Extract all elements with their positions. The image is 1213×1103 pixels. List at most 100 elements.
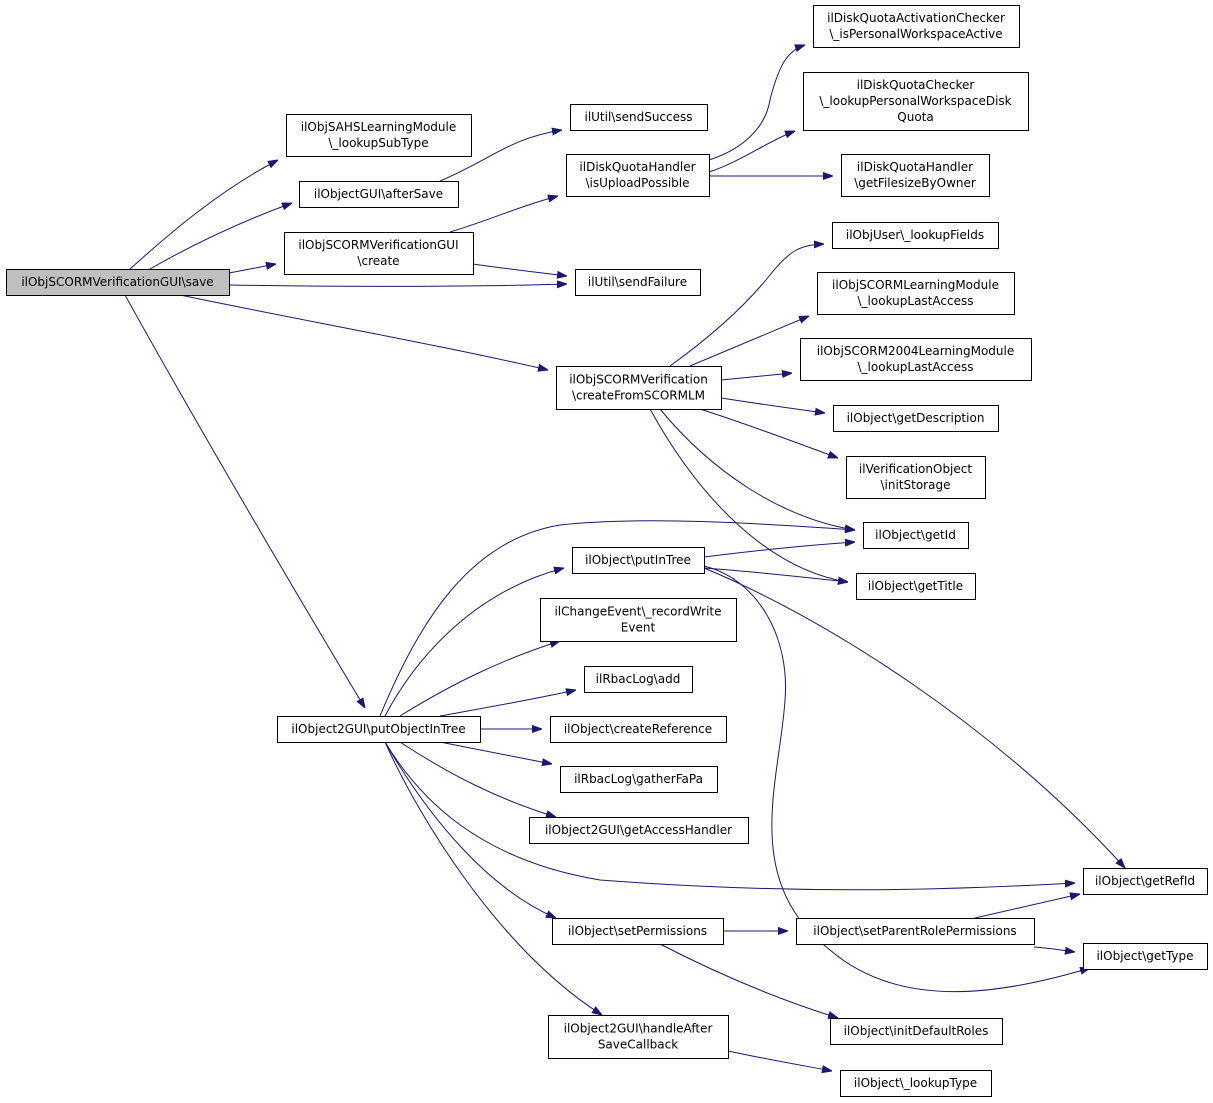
node-label: ilObject\getTitle [868, 579, 963, 593]
node-box [277, 716, 481, 743]
node-label: \create [357, 254, 399, 268]
edge-line [699, 408, 838, 458]
edge-root-to-gui_aftersave [149, 203, 292, 270]
node-label: \_lookupPersonalWorkspaceDisk [819, 94, 1011, 108]
node-util_failure[interactable]: ilUtil\sendFailure [575, 269, 701, 296]
node-user_fields[interactable]: ilObjUser\_lookupFields [832, 222, 999, 249]
node-box [299, 181, 459, 208]
edge-line [399, 641, 560, 717]
node-util_success[interactable]: ilUtil\sendSuccess [570, 104, 708, 131]
node-obj_createref[interactable]: ilObject\createReference [550, 716, 727, 743]
node-obj_gettype[interactable]: ilObject\getType [1083, 943, 1208, 970]
edge-obj2_putobject-to-obj2_access [399, 741, 556, 817]
node-box [856, 573, 976, 600]
edge-obj_putintree-to-obj_gettype [703, 565, 1090, 993]
edge-line [649, 408, 848, 582]
node-box [284, 232, 474, 275]
node-rbac_add[interactable]: ilRbacLog\add [584, 666, 693, 693]
node-box [529, 817, 749, 844]
edge-line [1033, 947, 1075, 952]
edge-root-to-verif_create [228, 264, 276, 274]
node-label: ilObjSCORMLearningModule [832, 278, 999, 292]
node-label: ilChangeEvent\_recordWrite [554, 605, 721, 619]
node-label: \initStorage [881, 478, 951, 492]
node-box [832, 222, 999, 249]
node-label: ilObject2GUI\getAccessHandler [545, 823, 732, 837]
node-label: \_isPersonalWorkspaceActive [829, 27, 1002, 41]
node-box [6, 269, 230, 296]
edge-verif_from_scorm-to-user_fields [669, 244, 824, 367]
node-verif_create[interactable]: ilObjSCORMVerificationGUI\create [284, 232, 474, 275]
edge-line [379, 520, 855, 717]
node-box [863, 522, 969, 549]
node-obj_getrefid[interactable]: ilObject\getRefId [1083, 868, 1208, 895]
node-obj_initroles[interactable]: ilObject\initDefaultRoles [830, 1018, 1003, 1045]
node-box [552, 918, 724, 945]
node-quota_filesize[interactable]: ilDiskQuotaHandler\getFilesizeByOwner [841, 154, 990, 197]
edge-root-to-verif_from_scorm [179, 294, 548, 370]
node-scorm_lastaccess[interactable]: ilObjSCORMLearningModule\_lookupLastAcce… [817, 272, 1015, 315]
edge-obj2_putobject-to-change_event [399, 641, 560, 717]
edge-line [708, 45, 805, 161]
node-obj_getTitle[interactable]: ilObject\getTitle [856, 573, 976, 600]
node-box [841, 154, 990, 197]
node-obj_lookuptype[interactable]: ilObject\_lookupType [840, 1070, 992, 1097]
node-sahs_lookup[interactable]: ilObjSAHSLearningModule\_lookupSubType [286, 114, 472, 157]
node-obj_description[interactable]: ilObject\getDescription [833, 405, 999, 432]
node-box [572, 547, 705, 574]
edge-line [727, 1050, 832, 1071]
node-label: ilObject2GUI\putObjectInTree [291, 722, 465, 736]
edge-obj_putintree-to-obj_getid [703, 542, 855, 558]
node-box [1083, 943, 1208, 970]
node-label: ilDiskQuotaHandler [579, 160, 695, 174]
node-label: ilObject\getId [875, 528, 956, 542]
node-obj2_putobject[interactable]: ilObject2GUI\putObjectInTree [277, 716, 481, 743]
node-verif_from_scorm[interactable]: ilObjSCORMVerification\createFromSCORMLM [556, 366, 722, 410]
node-obj_putintree[interactable]: ilObject\putInTree [572, 547, 705, 574]
node-label: ilObjectGUI\afterSave [314, 187, 443, 201]
node-rbac_gather[interactable]: ilRbacLog\gatherFaPa [560, 766, 718, 793]
node-obj2_access[interactable]: ilObject2GUI\getAccessHandler [529, 817, 749, 844]
edge-verif_from_scorm-to-verif_initstorage [699, 408, 838, 458]
node-root[interactable]: ilObjSCORMVerificationGUI\save [6, 269, 230, 296]
edge-quota_upload-to-quota_checker [708, 131, 795, 173]
node-obj_setparent[interactable]: ilObject\setParentRolePermissions [796, 918, 1035, 945]
node-quota_activation[interactable]: ilDiskQuotaActivationChecker \_isPersonal… [813, 5, 1020, 48]
node-obj_getid[interactable]: ilObject\getId [863, 522, 969, 549]
node-box [286, 114, 472, 157]
edge-line [439, 130, 562, 182]
edge-root-to-util_failure [228, 284, 567, 286]
node-box [584, 666, 693, 693]
edge-verif_from_scorm-to-obj_getid [659, 408, 855, 530]
node-quota_upload[interactable]: ilDiskQuotaHandler\isUploadPossible [566, 154, 710, 197]
node-label: Event [621, 621, 656, 635]
node-quota_checker[interactable]: ilDiskQuotaChecker \_lookupPersonalWorksp… [803, 72, 1029, 131]
edge-line [703, 565, 1090, 993]
node-label: ilDiskQuotaActivationChecker [827, 11, 1005, 25]
node-gui_aftersave[interactable]: ilObjectGUI\afterSave [299, 181, 459, 208]
node-box [817, 272, 1015, 315]
edge-quota_upload-to-quota_activation [708, 45, 805, 161]
node-box [540, 598, 737, 642]
node-verif_initstorage[interactable]: ilVerificationObject\initStorage [846, 456, 986, 499]
node-scorm2004_lastaccess[interactable]: ilObjSCORM2004LearningModule\_lookupLast… [800, 338, 1032, 381]
node-label: SaveCallback [598, 1038, 678, 1052]
edge-obj_putintree-to-obj_getrefid [703, 567, 1125, 868]
node-label: ilObject\_lookupType [854, 1076, 977, 1090]
edge-line [703, 542, 855, 558]
edge-obj2_putobject-to-obj_getid [379, 520, 855, 717]
edge-line [384, 741, 556, 918]
edge-line [179, 294, 548, 370]
node-box [550, 716, 727, 743]
node-label: ilDiskQuotaChecker [857, 78, 975, 92]
node-label: \getFilesizeByOwner [854, 176, 976, 190]
edge-line [449, 196, 558, 233]
node-obj_setperm[interactable]: ilObject\setPermissions [552, 918, 724, 945]
edge-root-to-obj2_putobject [124, 294, 365, 708]
node-box [803, 72, 1029, 131]
edge-line [974, 894, 1080, 919]
edge-line [659, 943, 838, 1018]
